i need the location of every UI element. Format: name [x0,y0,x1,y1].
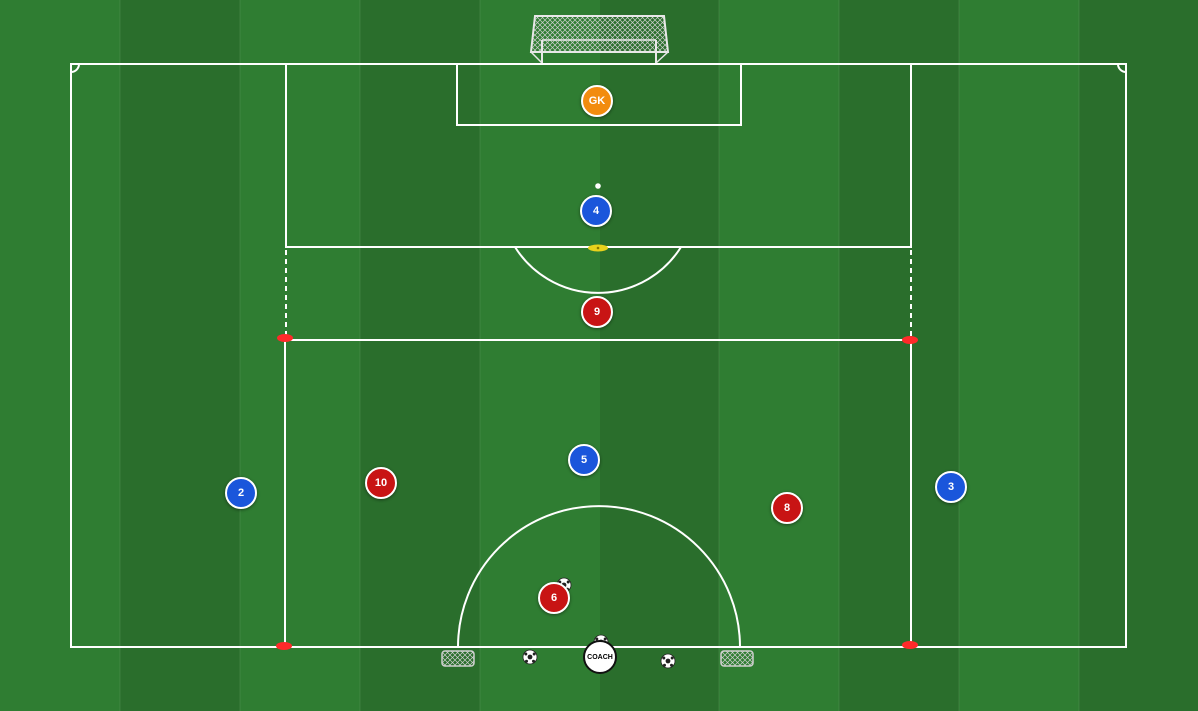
coach-marker[interactable]: COACH [583,640,617,674]
corner-arc-left [70,63,80,73]
center-semicircle [457,505,741,648]
player-red-10[interactable]: 10 [365,467,397,499]
player-red-6[interactable]: 6 [538,582,570,614]
ball-icon [660,653,676,669]
player-blue-2[interactable]: 2 [225,477,257,509]
cone-red-icon [277,334,293,342]
corner-arc-right [1117,63,1127,73]
player-blue-3[interactable]: 3 [935,471,967,503]
penalty-spot [595,183,601,189]
main-goal [529,15,670,64]
cone-red-icon [276,642,292,650]
cone-red-icon [902,641,918,649]
mini-goal-right [720,650,754,667]
penalty-arc [514,246,682,294]
player-blue-5[interactable]: 5 [568,444,600,476]
goal-area [456,63,742,126]
mini-goal-left [441,650,475,667]
player-blue-4[interactable]: 4 [580,195,612,227]
player-red-8[interactable]: 8 [771,492,803,524]
player-red-9[interactable]: 9 [581,296,613,328]
player-goalkeeper[interactable]: GK [581,85,613,117]
cone-red-icon [902,336,918,344]
ball-icon [522,649,538,665]
cones [276,244,918,650]
